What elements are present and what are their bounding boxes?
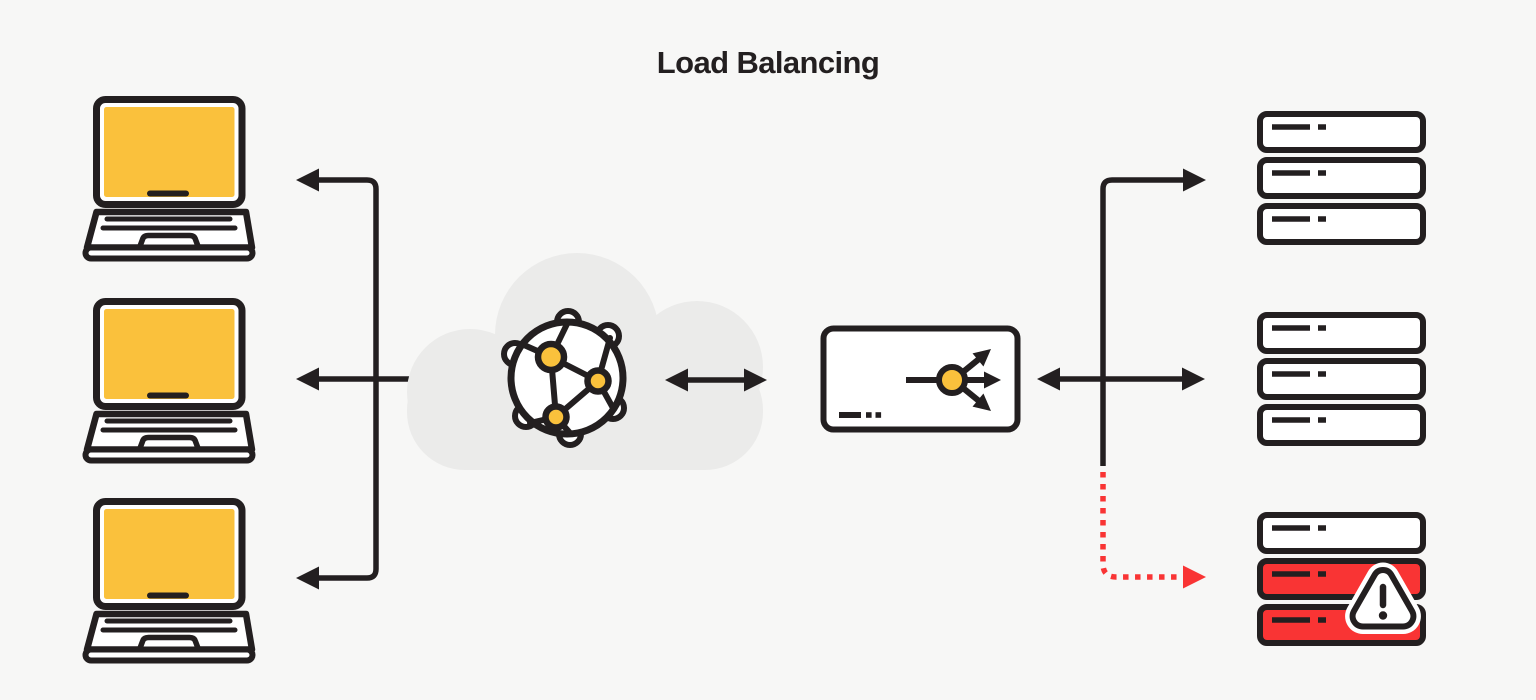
arrowhead-to-stack-3: [1183, 565, 1206, 589]
arrowhead-to-lb: [1037, 367, 1060, 391]
laptop-icon: [86, 302, 253, 461]
internet-lb-arrow: [665, 368, 767, 392]
arrowhead-to-stack-2: [1182, 367, 1205, 391]
internet-cloud: [407, 253, 763, 470]
lb-panel-marks: [839, 412, 882, 418]
server-icon: [1260, 515, 1423, 551]
server-stack-2: [1260, 315, 1423, 443]
lb-server-arrows: [1037, 168, 1206, 589]
traffic-distributor-icon: [906, 342, 1001, 418]
arrowhead-to-stack-1: [1183, 168, 1206, 192]
globe-network-icon: [501, 308, 627, 448]
client-group: [86, 100, 253, 661]
arrowhead-to-client-3: [296, 566, 319, 590]
arrowhead-to-client-1: [296, 168, 319, 192]
load-balancer: [820, 325, 1021, 433]
server-icon: [1260, 361, 1423, 397]
diagram-title: Load Balancing: [656, 45, 880, 80]
server-stack-1: [1260, 114, 1423, 242]
laptop-icon: [86, 100, 253, 259]
server-icon: [1260, 407, 1423, 443]
failed-route-arrow: [1100, 472, 1206, 589]
server-stack-3: [1260, 515, 1423, 643]
server-icon: [1260, 160, 1423, 196]
server-icon: [1260, 315, 1423, 351]
arrowhead-to-client-2: [296, 367, 319, 391]
server-icon: [1260, 206, 1423, 242]
alert-triangle-icon: [1353, 570, 1414, 627]
server-icon: [1260, 114, 1423, 150]
laptop-icon: [86, 502, 253, 661]
